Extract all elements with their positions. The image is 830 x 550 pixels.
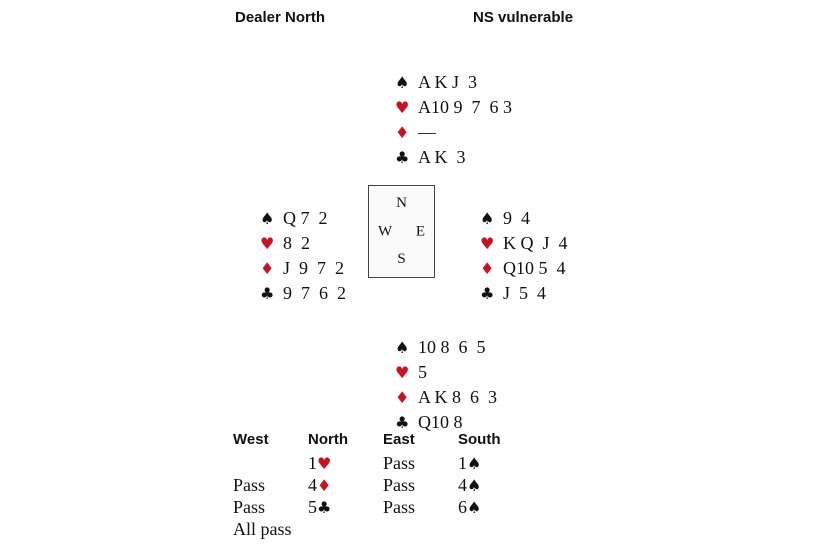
auction-cell: 4♠ xyxy=(458,475,482,495)
auction-cell: 6♠ xyxy=(458,497,482,517)
north-hearts-row: ♥ A10 9 7 6 3 xyxy=(368,70,512,117)
auction-cell xyxy=(458,518,538,541)
spade-icon: ♠ xyxy=(260,209,275,228)
auction-row: All pass xyxy=(233,518,538,540)
spade-icon: ♠ xyxy=(467,454,482,473)
west-hearts-row: ♥ 8 2 xyxy=(233,206,346,253)
dealer-label: Dealer North xyxy=(235,9,326,26)
heart-icon: ♥ xyxy=(480,234,495,253)
diamond-icon: ♦ xyxy=(395,388,410,407)
south-hearts-cards: 5 xyxy=(418,362,427,382)
compass-north: N xyxy=(396,195,407,211)
east-clubs-cards: J 5 4 xyxy=(503,283,547,303)
auction-cell: 4♦ xyxy=(308,475,332,495)
west-diamonds-row: ♦ J 9 7 2 xyxy=(233,231,346,278)
auction-row: Pass 4♦ Pass 4♠ xyxy=(233,474,538,496)
heart-icon: ♥ xyxy=(317,454,332,473)
west-clubs-row: ♣ 9 7 6 2 xyxy=(233,256,346,303)
auction-header-south: South xyxy=(458,431,501,448)
north-hand: ♠A K J 3 ♥A10 9 7 6 3 ♦— ♣A K 3 xyxy=(368,45,512,167)
spade-icon: ♠ xyxy=(395,73,410,92)
auction-cell: 1♠ xyxy=(458,453,482,473)
south-clubs-row: ♣ Q10 8 xyxy=(368,385,497,432)
auction-cell xyxy=(233,452,308,475)
club-icon: ♣ xyxy=(480,284,495,303)
south-diamonds-cards: A K 8 6 3 xyxy=(418,387,498,407)
south-spades-cards: 10 8 6 5 xyxy=(418,337,486,357)
auction-header-row: West North East South xyxy=(233,428,538,452)
east-hearts-row: ♥ K Q J 4 xyxy=(453,206,568,253)
compass-east: E xyxy=(415,223,425,239)
heart-icon: ♥ xyxy=(260,234,275,253)
heart-icon: ♥ xyxy=(395,98,410,117)
spade-icon: ♠ xyxy=(395,338,410,357)
auction-cell: 1♥ xyxy=(308,453,332,473)
south-hearts-row: ♥5 xyxy=(368,335,497,382)
west-diamonds-cards: J 9 7 2 xyxy=(283,258,345,278)
heart-icon: ♥ xyxy=(395,363,410,382)
compass-south: S xyxy=(397,251,406,267)
south-diamonds-row: ♦ A K 8 6 3 xyxy=(368,360,497,407)
south-spades-row: ♠ 10 8 6 5 xyxy=(368,310,497,357)
west-hearts-cards: 8 2 xyxy=(283,233,310,253)
auction-row: Pass 5♣ Pass 6♠ xyxy=(233,496,538,518)
south-clubs-cards: Q10 8 xyxy=(418,412,463,432)
spade-icon: ♠ xyxy=(467,476,482,495)
club-icon: ♣ xyxy=(317,498,332,517)
west-hand: ♠ Q 7 2 ♥ 8 2 ♦ J 9 7 2 ♣ 9 7 6 2 xyxy=(233,181,346,303)
diamond-icon: ♦ xyxy=(317,476,332,495)
west-spades-cards: Q 7 2 xyxy=(283,208,328,228)
auction-cell xyxy=(383,518,458,541)
east-hand: ♠ 9 4 ♥ K Q J 4 ♦ Q10 5 4 ♣ J 5 4 xyxy=(453,181,568,303)
north-clubs-cards: A K 3 xyxy=(418,147,466,167)
east-hearts-cards: K Q J 4 xyxy=(503,233,568,253)
east-spades-cards: 9 4 xyxy=(503,208,530,228)
west-spades-row: ♠ Q 7 2 xyxy=(233,181,346,228)
auction-cell: Pass xyxy=(233,475,266,495)
auction-cell xyxy=(308,518,383,541)
club-icon: ♣ xyxy=(395,413,410,432)
north-diamonds-cards: — xyxy=(418,122,436,142)
north-hearts-cards: A10 9 7 6 3 xyxy=(418,97,512,117)
auction-row: 1♥ Pass 1♠ xyxy=(233,452,538,474)
auction-header-north: North xyxy=(308,431,348,448)
spade-icon: ♠ xyxy=(467,498,482,517)
auction-cell: Pass xyxy=(383,497,416,517)
east-diamonds-row: ♦ Q10 5 4 xyxy=(453,231,568,278)
club-icon: ♣ xyxy=(395,148,410,167)
east-spades-row: ♠ 9 4 xyxy=(453,181,568,228)
auction-cell: Pass xyxy=(233,497,266,517)
north-clubs-row: ♣ A K 3 xyxy=(368,120,512,167)
auction-table: West North East South 1♥ Pass 1♠ Pass 4♦… xyxy=(233,428,538,540)
south-hand: ♠10 8 6 5 ♥5 ♦A K 8 6 3 ♣Q10 8 xyxy=(368,310,497,432)
compass-box: N W E S xyxy=(368,185,435,278)
vulnerability-label: NS vulnerable xyxy=(473,9,574,26)
north-spades-cards: A K J 3 xyxy=(418,72,478,92)
diamond-icon: ♦ xyxy=(480,259,495,278)
auction-cell: All pass xyxy=(233,519,292,539)
spade-icon: ♠ xyxy=(480,209,495,228)
club-icon: ♣ xyxy=(260,284,275,303)
north-spades-row: ♠ A K J 3 xyxy=(368,45,512,92)
east-diamonds-cards: Q10 5 4 xyxy=(503,258,566,278)
auction-cell: Pass xyxy=(383,453,416,473)
north-diamonds-row: ♦— xyxy=(368,95,512,142)
diamond-icon: ♦ xyxy=(395,123,410,142)
auction-cell: 5♣ xyxy=(308,497,332,517)
east-clubs-row: ♣ J 5 4 xyxy=(453,256,568,303)
auction-cell: Pass xyxy=(383,475,416,495)
compass-west: W xyxy=(378,223,393,239)
diamond-icon: ♦ xyxy=(260,259,275,278)
west-clubs-cards: 9 7 6 2 xyxy=(283,283,346,303)
auction-header-east: East xyxy=(383,431,415,448)
auction-header-west: West xyxy=(233,431,269,448)
